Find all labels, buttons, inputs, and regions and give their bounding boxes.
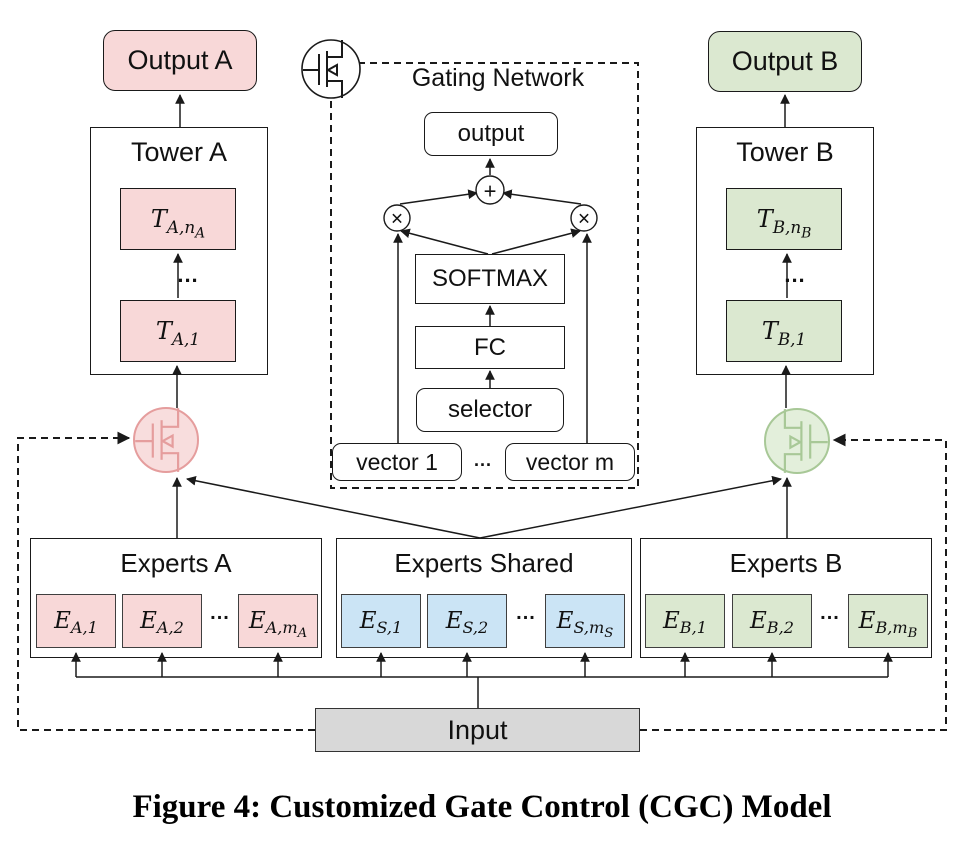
times-icon: × <box>578 208 590 231</box>
experts-shared-ellipsis: ... <box>516 602 536 624</box>
times-icon: × <box>391 208 403 231</box>
experts-a-ellipsis: ... <box>210 602 230 624</box>
input-to-gate-b-dashed <box>640 433 947 731</box>
gating-network-dashed-border <box>330 62 639 489</box>
multiply-node-left: × <box>383 204 411 232</box>
tower-b-box: Tower B <box>696 127 874 375</box>
experts-b-ellipsis: ... <box>820 602 840 624</box>
gate-icon-task-b <box>764 408 830 474</box>
tower-a-ellipsis: ... <box>177 262 199 287</box>
dashed-routes <box>17 62 947 731</box>
vector-ellipsis: ... <box>473 450 492 470</box>
gate-icon-gating-network <box>301 39 361 99</box>
input-to-gate-a-dashed <box>17 431 315 731</box>
sum-node: + <box>475 175 505 205</box>
tower-a-title: Tower A <box>130 137 228 167</box>
experts-a-box: Experts A <box>30 538 322 658</box>
experts-shared-title: Experts Shared <box>394 548 574 578</box>
experts-b-title: Experts B <box>729 548 843 578</box>
tower-a-box: Tower A <box>90 127 268 375</box>
tower-b-ellipsis: ... <box>784 262 806 287</box>
gate-icon-task-a <box>133 407 199 473</box>
plus-icon: + <box>484 179 497 204</box>
multiply-node-right: × <box>570 204 598 232</box>
experts-a-title: Experts A <box>120 548 232 578</box>
tower-b-title: Tower B <box>736 137 834 167</box>
experts-b-box: Experts B <box>640 538 932 658</box>
experts-shared-box: Experts Shared <box>336 538 632 658</box>
